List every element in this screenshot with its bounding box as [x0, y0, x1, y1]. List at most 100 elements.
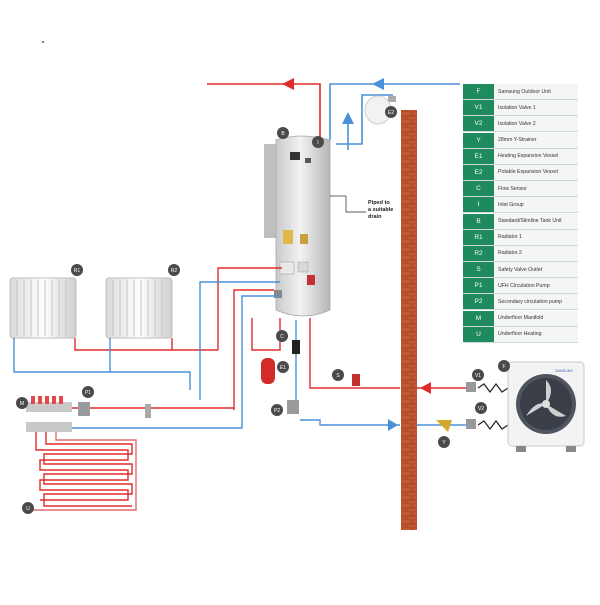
marker-y: Y [438, 436, 450, 448]
svg-text:I: I [317, 140, 318, 146]
y-strainer [436, 420, 452, 432]
underfloor-manifold [26, 396, 151, 432]
drain-note: Piped to a suitable drain [368, 200, 393, 221]
marker-m: M [16, 397, 28, 409]
legend-code: Y [463, 132, 494, 148]
legend-label: Secondary circulation pump [494, 294, 578, 310]
legend-code: R2 [463, 245, 494, 261]
svg-text:E1: E1 [280, 365, 286, 371]
underfloor-coils [30, 432, 137, 511]
legend-label: Underfloor Manifold [494, 310, 578, 326]
legend-code: S [463, 262, 494, 278]
drain-note-line2: a suitable [368, 207, 394, 213]
svg-text:Y: Y [442, 440, 446, 446]
marker-r2: R2 [168, 264, 180, 276]
flow-arrow-in-wall [420, 382, 431, 394]
cold-arrow-in [372, 78, 384, 90]
brick-wall [401, 110, 417, 530]
legend-label: Isolation Valve 2 [494, 116, 578, 132]
svg-text:C: C [280, 334, 284, 340]
legend-label: Flow Sensor [494, 181, 578, 197]
marker-e1: E1 [277, 361, 289, 373]
legend-label: Inlet Group [494, 197, 578, 213]
legend-label: Radiator 2 [494, 245, 578, 261]
legend-code: E1 [463, 148, 494, 164]
marker-u: U [22, 502, 34, 514]
marker-f: F [498, 360, 510, 372]
marker-p2: P2 [271, 404, 283, 416]
legend-code: I [463, 197, 494, 213]
marker-v2: V2 [475, 402, 487, 414]
flow-arrow-out [282, 78, 294, 90]
heating-expansion-vessel [261, 358, 275, 384]
legend-code: E2 [463, 164, 494, 180]
safety-valve [352, 374, 360, 386]
legend-label: Heating Expansion Vessel [494, 148, 578, 164]
legend-label: Isolation Valve 1 [494, 100, 578, 116]
legend-code: B [463, 213, 494, 229]
svg-text:U: U [26, 506, 30, 512]
svg-text:M: M [20, 401, 24, 407]
legend-label: Potable Expansion Vessel [494, 164, 578, 180]
legend-code: F [463, 84, 494, 99]
legend-label: Standard/Slimline Tank Unit [494, 213, 578, 229]
drain-note-line1: Piped to [368, 200, 390, 206]
svg-text:R1: R1 [74, 268, 81, 274]
marker-r1: R1 [71, 264, 83, 276]
stray-dot [42, 41, 44, 43]
svg-text:B: B [281, 131, 285, 137]
isolation-valves [466, 382, 509, 430]
secondary-pump [287, 400, 299, 414]
cylinder-tank [264, 135, 366, 317]
legend-code: V1 [463, 100, 494, 116]
legend-label: UFH Circulation Pump [494, 278, 578, 294]
legend-code: P1 [463, 278, 494, 294]
legend-code: U [463, 326, 494, 342]
legend-label: Safety Valve Outlet [494, 262, 578, 278]
return-arrow-wall [388, 419, 398, 431]
brand-text: SAMSUNG [555, 369, 573, 373]
marker-i: I [312, 136, 324, 148]
legend-code: M [463, 310, 494, 326]
svg-text:S: S [336, 373, 340, 379]
drain-note-line3: drain [368, 214, 382, 220]
legend-code: V2 [463, 116, 494, 132]
marker-e2: E2 [385, 106, 397, 118]
svg-text:R2: R2 [171, 268, 178, 274]
marker-s: S [332, 369, 344, 381]
svg-text:P2: P2 [274, 408, 280, 414]
flow-sensor [292, 340, 300, 354]
legend-code: C [463, 181, 494, 197]
legend-label: Underfloor Heating [494, 326, 578, 342]
svg-text:E2: E2 [388, 110, 394, 116]
svg-text:F: F [502, 364, 505, 370]
legend-label: Samsung Outdoor Unit [494, 84, 578, 99]
radiator-2 [105, 277, 173, 339]
marker-v1: V1 [472, 369, 484, 381]
heating-pipes [13, 267, 470, 429]
up-arrow [342, 112, 354, 124]
marker-c: C [276, 330, 288, 342]
legend-label: 28mm Y-Strainer [494, 132, 578, 148]
legend-label: Radiator 1 [494, 229, 578, 245]
legend-code: R1 [463, 229, 494, 245]
radiator-1 [9, 277, 77, 339]
